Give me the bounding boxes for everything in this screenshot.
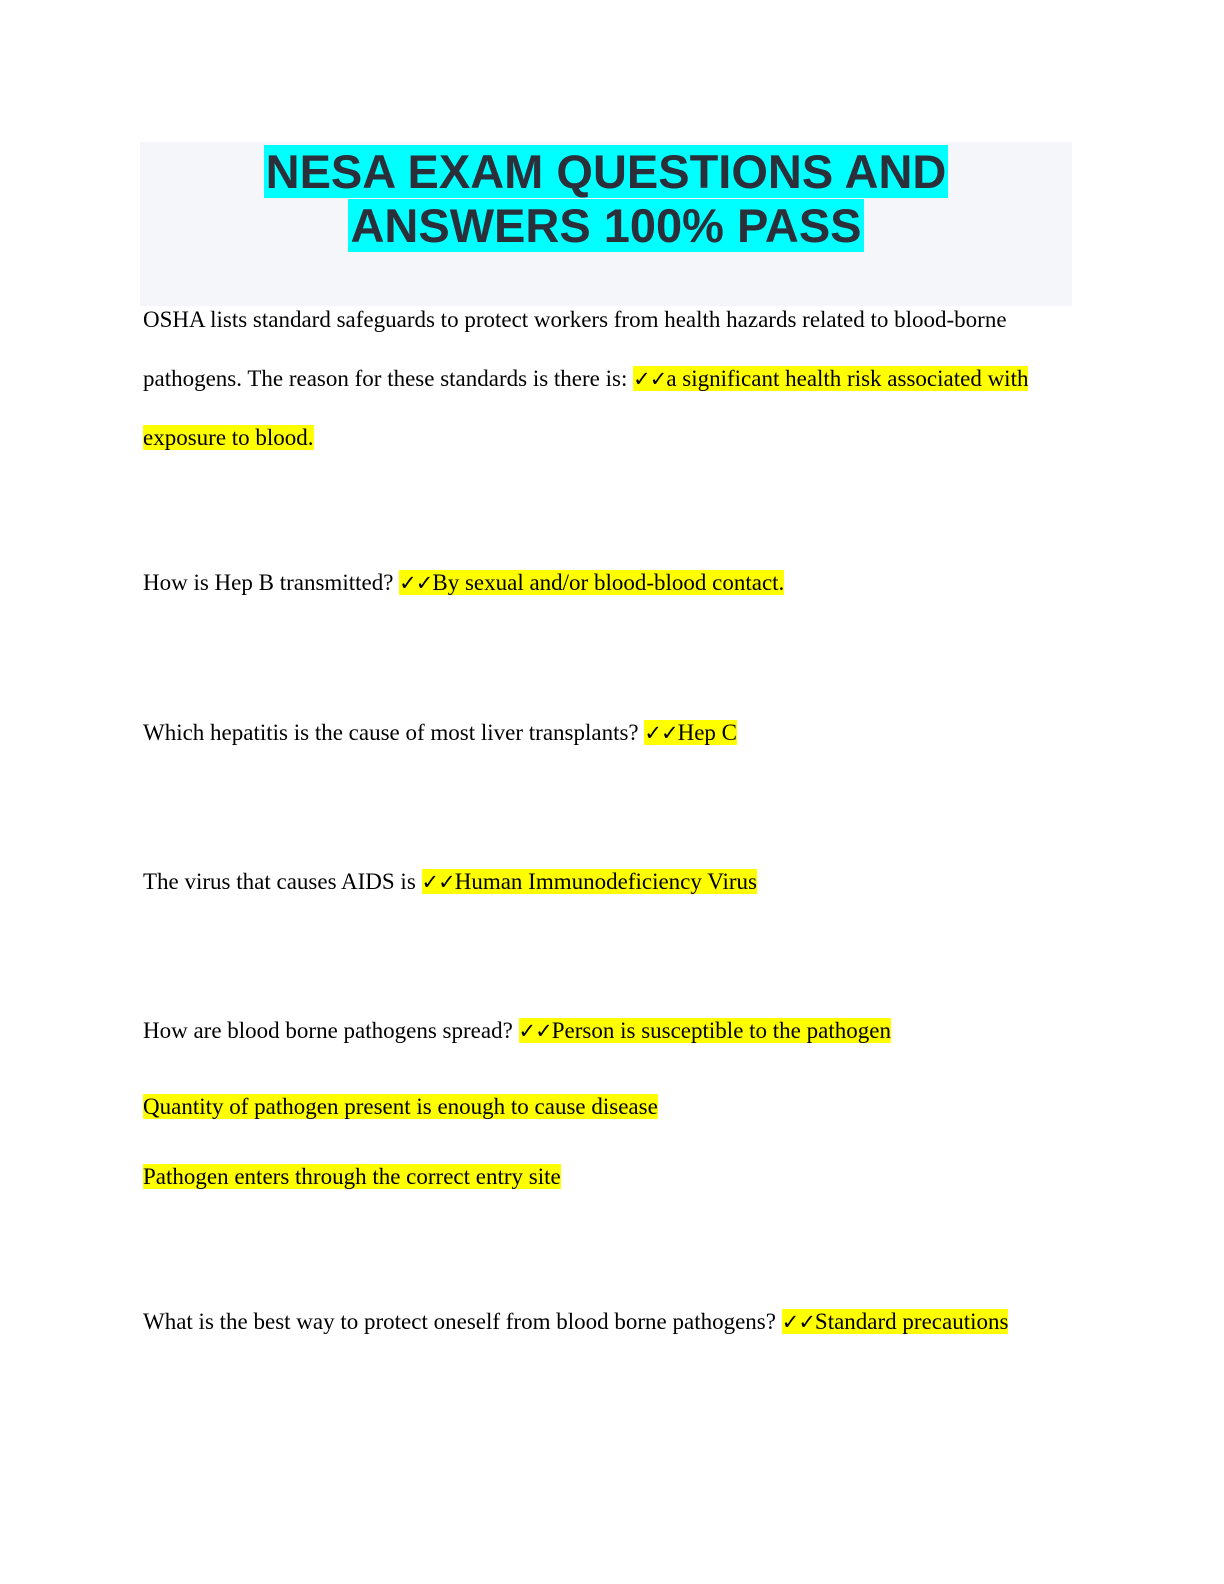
answer-text: Person is susceptible to the pathogen: [551, 1018, 891, 1043]
answer-line: exposure to blood.: [143, 423, 1083, 453]
answer-text: exposure to blood.: [143, 425, 314, 450]
double-check-icon: ✓✓: [518, 1019, 553, 1043]
answer-text: Human Immunodeficiency Virus: [454, 869, 757, 894]
question-text: Which hepatitis is the cause of most liv…: [143, 720, 645, 745]
qa-item-1: OSHA lists standard safeguards to protec…: [143, 305, 1083, 453]
question-answer-line: What is the best way to protect oneself …: [143, 1307, 1083, 1337]
title-text-2: ANSWERS 100% PASS: [348, 199, 864, 252]
question-answer-line: How are blood borne pathogens spread? ✓✓…: [143, 1016, 1083, 1046]
question-text: How is Hep B transmitted?: [143, 570, 400, 595]
question-answer-line: How is Hep B transmitted? ✓✓By sexual an…: [143, 568, 1083, 598]
double-check-icon: ✓✓: [781, 1310, 816, 1334]
double-check-icon: ✓✓: [633, 367, 667, 391]
answer-highlight: ✓✓Human Immunodeficiency Virus: [421, 869, 757, 894]
answer-line: Quantity of pathogen present is enough t…: [143, 1092, 1083, 1122]
question-text: How are blood borne pathogens spread?: [143, 1018, 519, 1043]
qa-item-3: Which hepatitis is the cause of most liv…: [143, 718, 1083, 748]
question-answer-line: pathogens. The reason for these standard…: [143, 364, 1083, 394]
document-title-line-2: ANSWERS 100% PASS: [140, 199, 1072, 253]
answer-highlight: ✓✓Person is susceptible to the pathogen: [518, 1018, 891, 1043]
title-block: NESA EXAM QUESTIONS AND ANSWERS 100% PAS…: [140, 142, 1072, 306]
qa-item-4: The virus that causes AIDS is ✓✓Human Im…: [143, 867, 1083, 897]
qa-item-5: How are blood borne pathogens spread? ✓✓…: [143, 1016, 1083, 1192]
answer-line: Pathogen enters through the correct entr…: [143, 1162, 1083, 1192]
answer-highlight: ✓✓Hep C: [644, 720, 738, 745]
qa-item-2: How is Hep B transmitted? ✓✓By sexual an…: [143, 568, 1083, 598]
double-check-icon: ✓✓: [399, 571, 433, 595]
question-answer-line: The virus that causes AIDS is ✓✓Human Im…: [143, 867, 1083, 897]
question-line: OSHA lists standard safeguards to protec…: [143, 307, 1007, 332]
double-check-icon: ✓✓: [421, 870, 456, 894]
answer-highlight: ✓✓Standard precautions: [781, 1309, 1009, 1334]
question-text: pathogens. The reason for these standard…: [143, 366, 634, 391]
answer-text: Hep C: [677, 720, 738, 745]
question-answer-line: Which hepatitis is the cause of most liv…: [143, 718, 1083, 748]
double-check-icon: ✓✓: [644, 721, 678, 745]
answer-text: Pathogen enters through the correct entr…: [143, 1164, 561, 1189]
answer-text: Quantity of pathogen present is enough t…: [143, 1094, 658, 1119]
document-title-line-1: NESA EXAM QUESTIONS AND: [140, 145, 1072, 199]
question-text: What is the best way to protect oneself …: [143, 1309, 782, 1334]
answer-text: By sexual and/or blood-blood contact.: [432, 570, 785, 595]
qa-item-6: What is the best way to protect oneself …: [143, 1307, 1083, 1337]
answer-highlight: ✓✓By sexual and/or blood-blood contact.: [399, 570, 785, 595]
question-text: The virus that causes AIDS is: [143, 869, 422, 894]
answer-highlight: ✓✓a significant health risk associated w…: [633, 366, 1029, 391]
answer-text: a significant health risk associated wit…: [666, 366, 1029, 391]
title-text-1: NESA EXAM QUESTIONS AND: [263, 145, 949, 198]
answer-text: Standard precautions: [814, 1309, 1009, 1334]
